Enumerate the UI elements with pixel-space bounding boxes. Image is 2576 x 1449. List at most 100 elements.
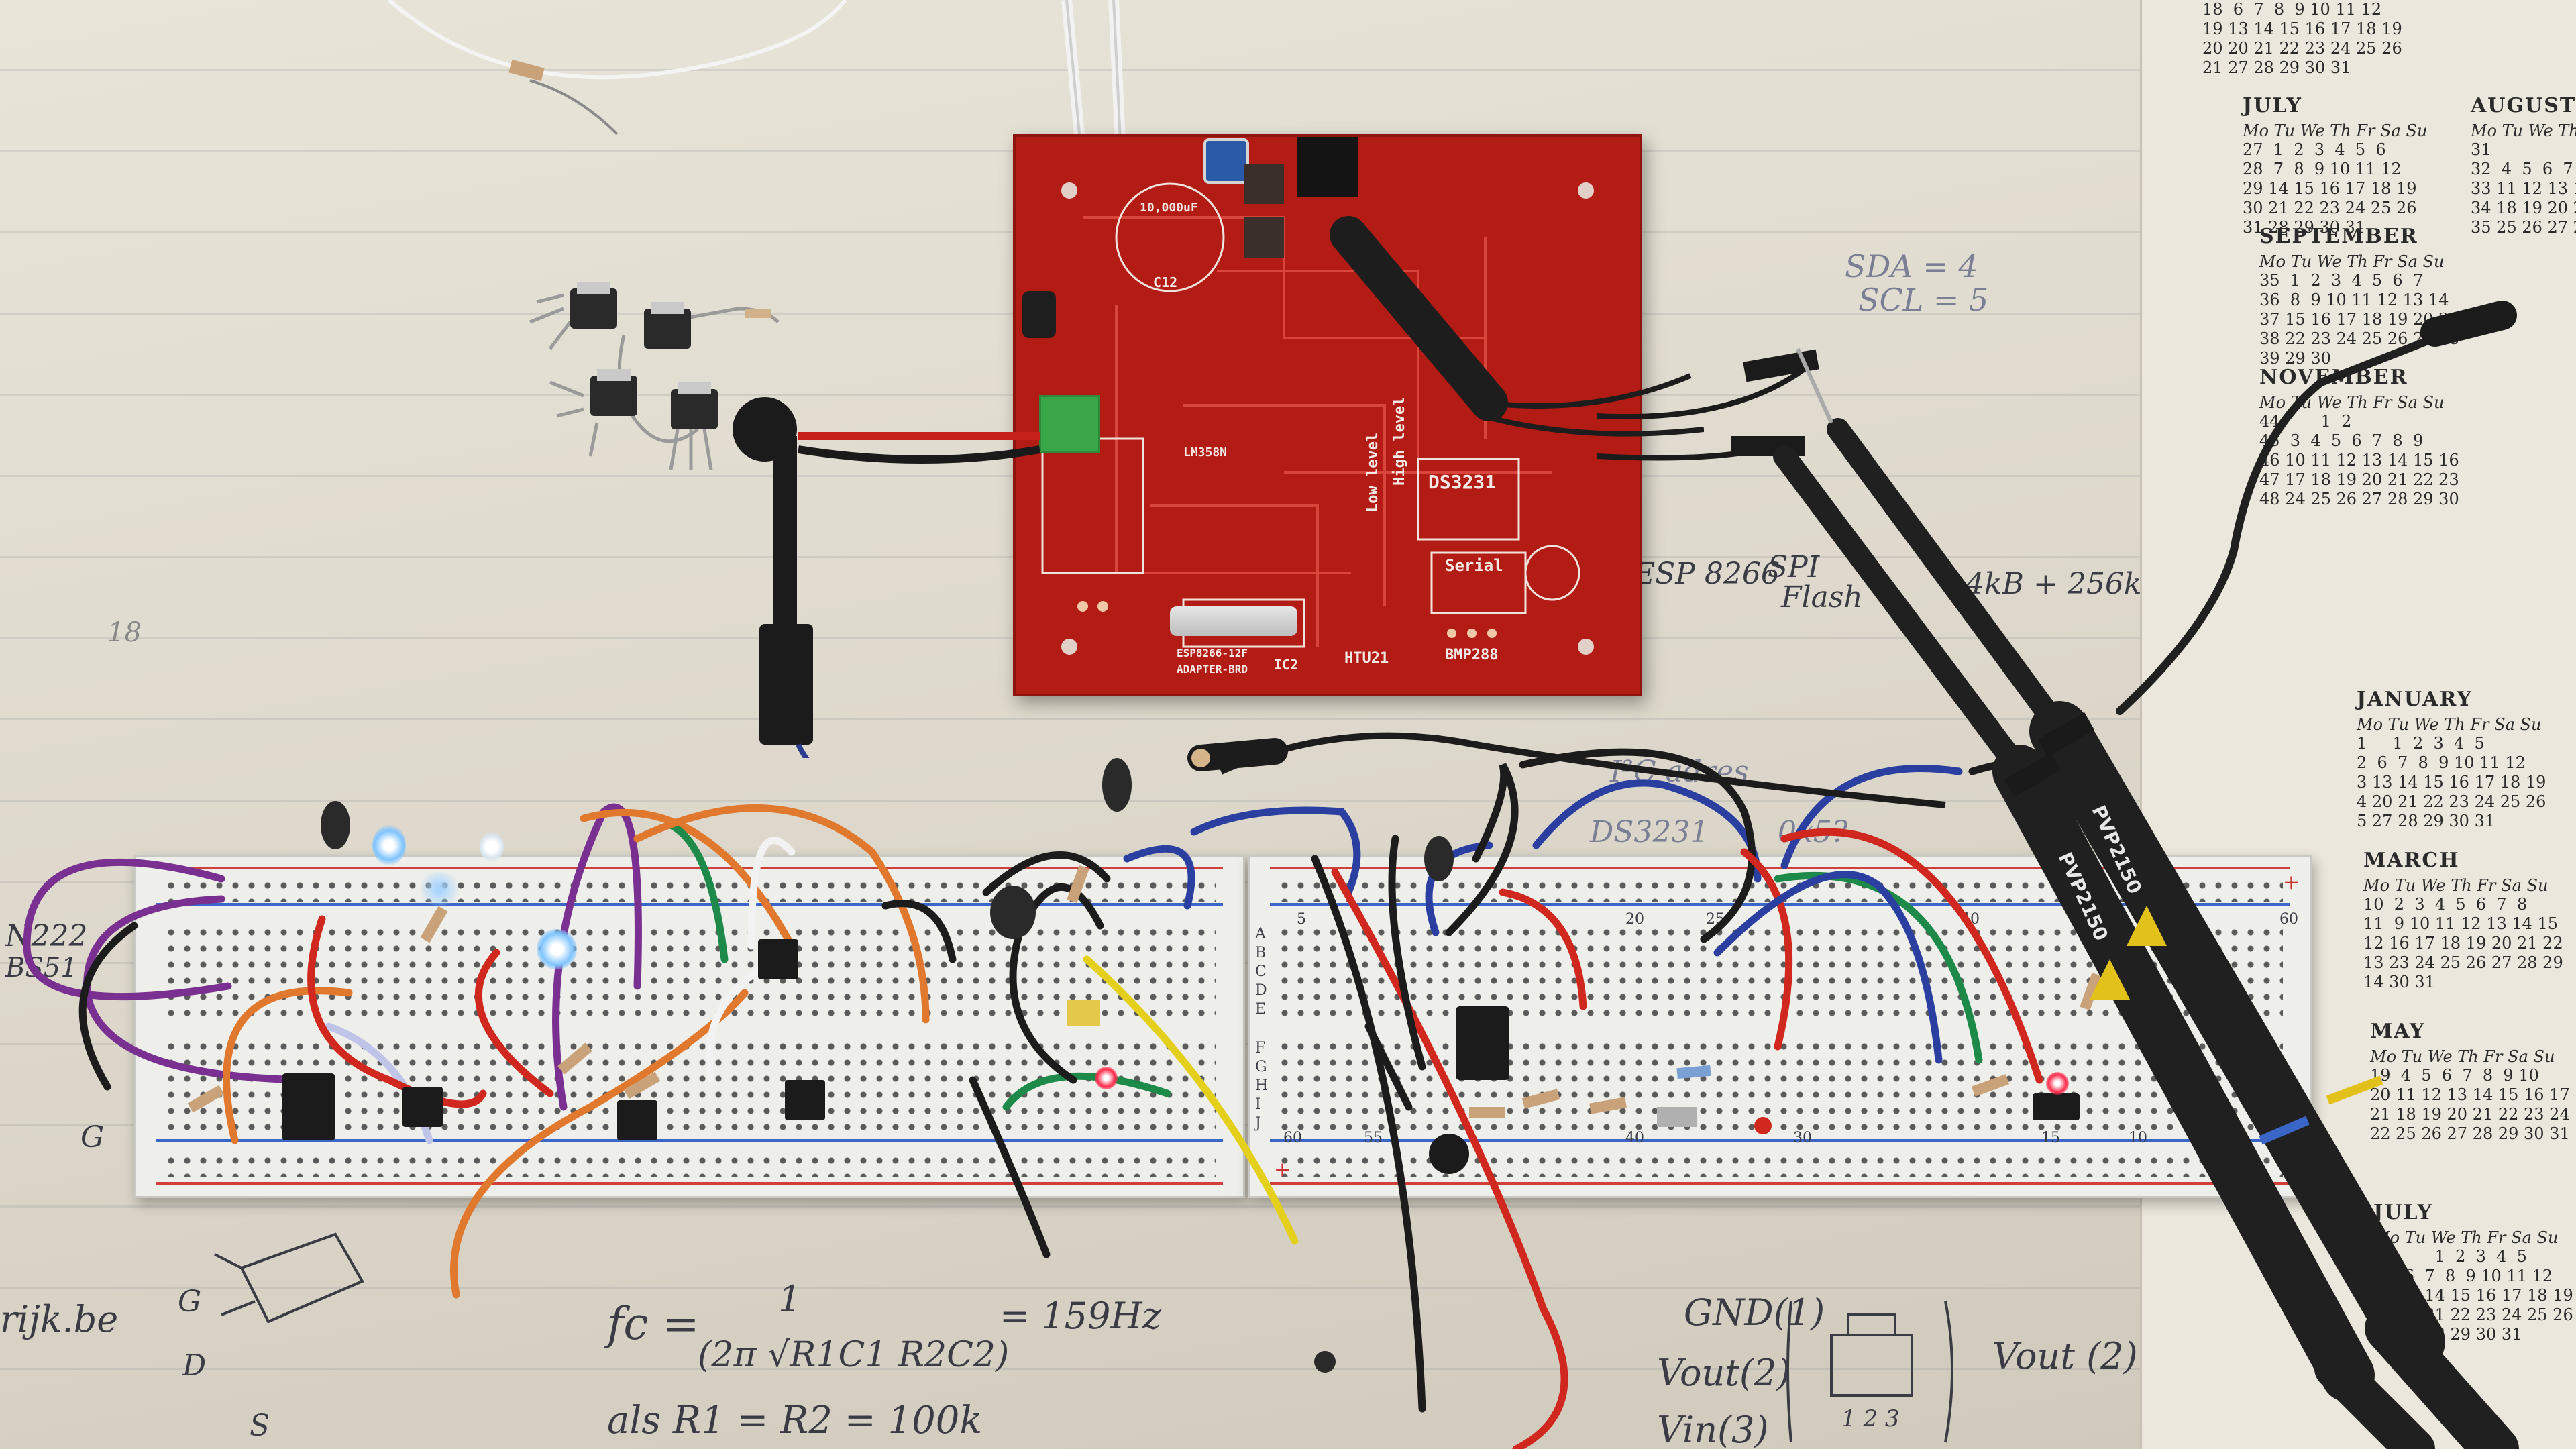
inductor (1244, 164, 1284, 204)
note-rijk: rijk.be (0, 1298, 119, 1340)
loose-transistors (529, 282, 780, 470)
white-leads (1061, 0, 1126, 142)
film-capacitor (1067, 1000, 1100, 1026)
led-red-small (1754, 1117, 1772, 1134)
note-gnd: GND(1) (1684, 1291, 1825, 1334)
resistor-body (623, 1071, 661, 1099)
pcb-label-adapter: ADAPTER-BRD (1177, 663, 1248, 676)
resistor-body (1067, 865, 1089, 904)
ic-chip (1456, 1006, 1509, 1080)
breadboard-holes (163, 1152, 1216, 1177)
transistor (785, 1080, 825, 1120)
rail-red (156, 1182, 1223, 1185)
resistor-body (745, 309, 771, 318)
rail-red (1270, 867, 2290, 869)
rail-blue (156, 1139, 1223, 1142)
breadboard-row-j: J (1255, 1115, 1261, 1132)
oscilloscope-probes (1773, 301, 2519, 1449)
note-memory: 4kB + 256kB (1966, 567, 2163, 601)
breadboard-row-d: D (1255, 982, 1267, 999)
breadboard-row-i: I (1255, 1096, 1261, 1113)
breadboard-holes (163, 924, 1216, 1018)
resistor-body (1971, 1074, 2010, 1097)
red-pcb-board: 10,000uF C12 LM358N DS3231 Serial Low le… (1013, 134, 1642, 696)
probe-collar (2004, 753, 2061, 797)
grabber-clip (759, 436, 813, 758)
calendar-month: AUGUST Mo Tu We Th 31 32 4 5 6 7 33 11 1… (2471, 94, 2576, 237)
note-gate-d: D (182, 1348, 207, 1383)
top-wires (388, 0, 847, 136)
pcb-probe-clip (1330, 216, 1704, 437)
breadboard-row-a: A (1255, 926, 1266, 943)
rail-blue (156, 903, 1223, 906)
pcb-label-esp: ESP8266-12F (1177, 647, 1248, 659)
note-spi: SPI (1768, 550, 1820, 584)
transistor (617, 1100, 657, 1140)
note-vout2: Vout(2) (1657, 1352, 1791, 1394)
jumper-wires (23, 732, 2102, 1449)
pcb-label-bmp288: BMP288 (1445, 647, 1499, 663)
note-gate-g: G (178, 1285, 202, 1319)
regulator-sketch (1786, 1301, 1953, 1443)
note-sda: SDA = 4 (1845, 248, 1978, 284)
probe-collar (2037, 712, 2095, 757)
led-blue-glow (416, 872, 463, 906)
note-vout2-right: Vout (2) (1992, 1335, 2138, 1377)
pcb-label-ic2: IC2 (1274, 657, 1299, 673)
breadboard-col-5: 5 (1297, 911, 1306, 928)
transistor-body (570, 288, 718, 429)
rail-red (1270, 1182, 2290, 1185)
resistor-body (1521, 1089, 1560, 1109)
resistor-body (557, 1042, 592, 1075)
note-g: G (80, 1120, 105, 1155)
resistor-body (1469, 1107, 1505, 1118)
pcb-label-c12: C12 (1153, 274, 1178, 290)
transistor (758, 939, 798, 979)
note-flash: Flash (1781, 580, 1863, 614)
note-gate-s: S (250, 1409, 270, 1443)
pcb-label-ds3231: DS3231 (1428, 471, 1497, 493)
resistor-body (2080, 972, 2102, 1011)
inductor (1244, 217, 1284, 258)
breadboard-col-bottom-30: 30 (1793, 1130, 1812, 1146)
note-n222: N222 (5, 919, 88, 953)
transistor (2033, 1093, 2080, 1120)
rail-red (156, 867, 1223, 869)
wire-end (1314, 1351, 1336, 1373)
dc-jack (1297, 137, 1358, 197)
breadboard-col-bottom-55: 55 (1364, 1130, 1383, 1146)
note-fc-result: = 159Hz (1000, 1295, 1162, 1337)
breadboard-row-b: B (1255, 945, 1267, 961)
breadboard-col-bottom-40: 40 (1625, 1130, 1644, 1146)
note-left-margin: 18 (107, 617, 142, 648)
trimmer-potentiometer (1203, 138, 1249, 184)
electrolytic-capacitor (1424, 836, 1454, 881)
resistor-body (1676, 1065, 1711, 1079)
pcb-label-serial: Serial (1445, 556, 1503, 575)
resistor-body (420, 906, 448, 943)
note-fc-den: (2π √R1C1 R2C2) (698, 1335, 1010, 1375)
note-esp8266: ESP 8266 (1633, 557, 1780, 591)
led-red-lit (2046, 1072, 2069, 1095)
electrolytic-capacitor (321, 801, 350, 849)
calendar-top-rows: 18 6 7 8 9 10 11 12 19 13 14 15 16 17 18… (2202, 0, 2402, 77)
breadboard-col-bottom-10: 10 (2129, 1130, 2147, 1146)
led-blue-lit (372, 825, 406, 865)
note-pin-numbers: 1 2 3 (1841, 1405, 1900, 1432)
calendar-month: MARCH Mo Tu We Th Fr Sa Su 10 2 3 4 5 6 … (2363, 849, 2563, 991)
pcb-label-htu21: HTU21 (1344, 650, 1389, 667)
electrolytic-capacitor (1022, 291, 1056, 338)
calendar-month: MAY Mo Tu We Th Fr Sa Su 19 4 5 6 7 8 9 … (2370, 1020, 2570, 1143)
calendar-month: JULY Mo Tu We Th Fr Sa Su 27 1 2 3 4 5 6… (2243, 94, 2428, 237)
transistor (1429, 1134, 1469, 1174)
led-blue-lit (537, 929, 577, 969)
calendar-month: SEPTEMBER Mo Tu We Th Fr Sa Su 35 1 2 3 … (2259, 225, 2459, 368)
resistor-body (187, 1085, 225, 1113)
note-fc-lhs: fc = (607, 1298, 700, 1350)
note-ds3231-paper: DS3231 (1590, 815, 1709, 849)
breadboard-col-60: 60 (2279, 911, 2298, 928)
breadboard-row-f: F (1255, 1040, 1266, 1057)
resistor-body (1589, 1097, 1627, 1114)
breadboard-col-20: 20 (1625, 911, 1644, 928)
breadboard-row-c: C (1255, 963, 1267, 980)
